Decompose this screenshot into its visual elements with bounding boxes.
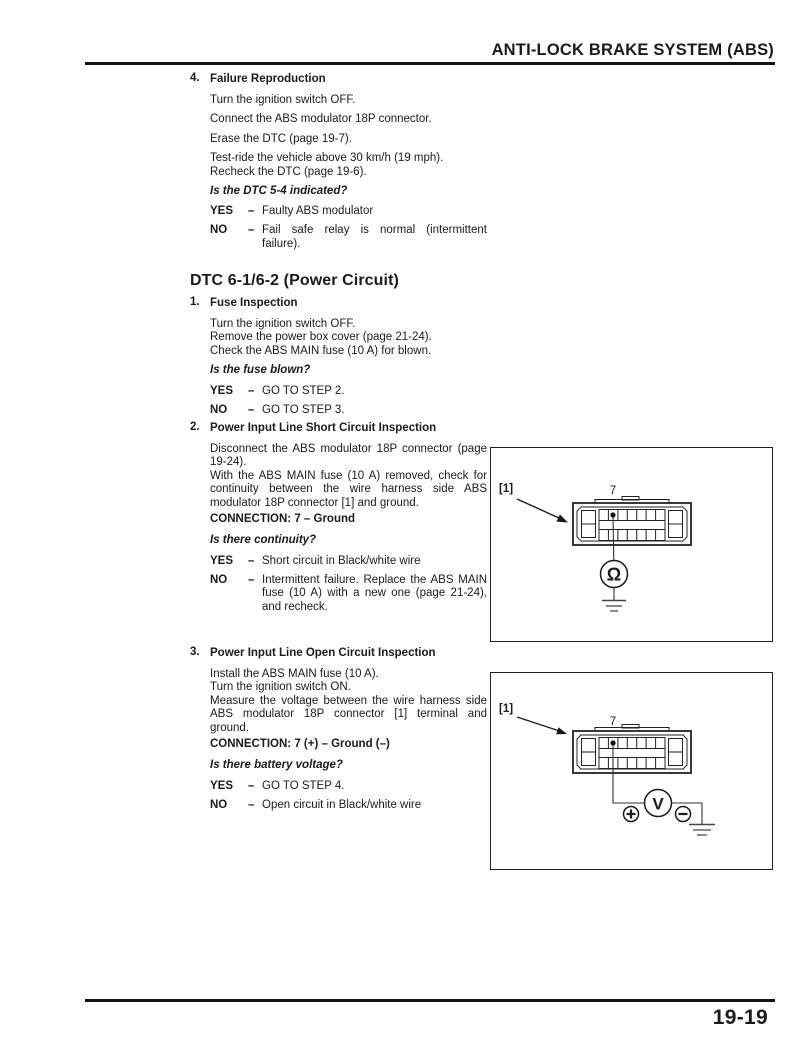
instruction-paragraph: Erase the DTC (page 19-7). [210, 132, 352, 145]
pin-number-label: 7 [610, 716, 616, 728]
terminal-7-dot [610, 512, 616, 518]
instruction-paragraph: Disconnect the ABS modulator 18P connect… [210, 443, 487, 469]
connection-spec: CONNECTION: 7 (+) – Ground (–) [210, 738, 390, 751]
figure-voltage-test: [1] 7 [490, 672, 773, 870]
answer-row-yes: YES – GO TO STEP 4. [210, 780, 487, 793]
minus-terminal-icon [674, 805, 692, 823]
probe-wire-negative [671, 802, 703, 824]
connector-ref-label: [1] [499, 483, 513, 495]
answer-dash: – [248, 798, 255, 811]
continuity-test-diagram: [1] 7 [499, 483, 692, 612]
answer-label: NO [210, 573, 228, 586]
answer-text: GO TO STEP 3. [262, 403, 345, 416]
diagnostic-question: Is the fuse blown? [210, 364, 311, 377]
answer-text: Fail safe relay is normal (intermittent … [262, 224, 487, 250]
figure-continuity-test: [1] 7 [490, 447, 773, 642]
answer-dash: – [248, 779, 255, 792]
instruction-paragraph: With the ABS MAIN fuse (10 A) removed, c… [210, 469, 487, 509]
step-4-failure-reproduction: 4. Failure Reproduction Turn the ignitio… [190, 72, 490, 257]
ohmmeter-icon: Ω [599, 559, 629, 589]
connector-18p-icon [572, 724, 692, 774]
step-number: 3. [190, 646, 200, 658]
footer-rule [85, 999, 775, 1002]
step-1-fuse-inspection: 1. Fuse Inspection Turn the ignition swi… [190, 296, 490, 422]
answer-row-yes: YES – Faulty ABS modulator [210, 205, 487, 218]
probe-wire [612, 516, 615, 561]
answer-text: Open circuit in Black/white wire [262, 798, 422, 811]
answer-label: YES [210, 205, 234, 218]
voltage-test-diagram: [1] 7 [499, 703, 715, 836]
answer-label: NO [210, 403, 228, 416]
answer-label: YES [210, 384, 234, 397]
connector-18p-icon [572, 496, 692, 546]
step-2-short-circuit-inspection: 2. Power Input Line Short Circuit Inspec… [190, 421, 490, 619]
instruction-paragraph: Install the ABS MAIN fuse (10 A). Turn t… [210, 668, 379, 694]
step-title: Fuse Inspection [210, 297, 298, 309]
answer-text: Intermittent failure. Replace the ABS MA… [262, 573, 487, 613]
answer-dash: – [248, 224, 255, 237]
step-title: Power Input Line Short Circuit Inspectio… [210, 422, 437, 434]
answer-dash: – [248, 384, 255, 397]
svg-text:V: V [652, 795, 664, 814]
answer-row-no: NO – Open circuit in Black/white wire [210, 799, 487, 812]
diagnostic-question: Is the DTC 5-4 indicated? [210, 185, 348, 198]
step-3-open-circuit-inspection: 3. Power Input Line Open Circuit Inspect… [190, 646, 490, 818]
page-number: 19-19 [712, 1006, 768, 1029]
connector-ref-label: [1] [499, 703, 513, 715]
answer-dash: – [248, 554, 255, 567]
answer-row-no: NO – Fail safe relay is normal (intermit… [210, 224, 487, 251]
svg-text:Ω: Ω [607, 565, 621, 585]
answer-dash: – [248, 573, 255, 586]
answer-row-no: NO – Intermittent failure. Replace the A… [210, 574, 487, 614]
probe-wire-positive [612, 745, 645, 804]
step-number: 2. [190, 421, 200, 433]
pointer-arrow-icon [516, 498, 568, 523]
answer-text: GO TO STEP 4. [262, 779, 345, 792]
step-number: 4. [190, 72, 200, 84]
header-rule [85, 62, 775, 65]
answer-dash: – [248, 205, 255, 218]
answer-row-no: NO – GO TO STEP 3. [210, 404, 487, 417]
pin-number-label: 7 [610, 485, 616, 497]
step-title: Power Input Line Open Circuit Inspection [210, 647, 436, 659]
step-number: 1. [190, 296, 200, 308]
instruction-paragraph: Test-ride the vehicle above 30 km/h (19 … [210, 152, 444, 178]
instruction-paragraph: Turn the ignition switch OFF. Remove the… [210, 318, 432, 357]
step-title: Failure Reproduction [210, 73, 326, 85]
answer-label: NO [210, 798, 228, 811]
plus-terminal-icon [622, 805, 640, 823]
instruction-paragraph: Measure the voltage between the wire har… [210, 694, 487, 734]
answer-text: GO TO STEP 2. [262, 384, 345, 397]
answer-label: YES [210, 554, 234, 567]
answer-text: Faulty ABS modulator [262, 205, 374, 218]
answer-row-yes: YES – Short circuit in Black/white wire [210, 555, 487, 568]
diagnostic-question: Is there continuity? [210, 534, 317, 547]
connection-spec: CONNECTION: 7 – Ground [210, 513, 356, 526]
ground-icon [689, 823, 715, 836]
answer-label: NO [210, 224, 228, 237]
ground-icon [602, 599, 626, 612]
pointer-arrow-icon [516, 716, 567, 735]
diagnostic-question: Is there battery voltage? [210, 759, 343, 772]
voltmeter-icon: V [643, 788, 673, 818]
answer-label: YES [210, 779, 234, 792]
answer-row-yes: YES – GO TO STEP 2. [210, 385, 487, 398]
answer-text: Short circuit in Black/white wire [262, 554, 421, 567]
page-header-title: ANTI-LOCK BRAKE SYSTEM (ABS) [491, 41, 774, 59]
instruction-paragraph: Turn the ignition switch OFF. [210, 94, 356, 106]
answer-dash: – [248, 403, 255, 416]
instruction-paragraph: Connect the ABS modulator 18P connector. [210, 113, 432, 126]
dtc-section-heading: DTC 6-1/6-2 (Power Circuit) [190, 272, 399, 289]
terminal-7-dot [610, 740, 616, 746]
